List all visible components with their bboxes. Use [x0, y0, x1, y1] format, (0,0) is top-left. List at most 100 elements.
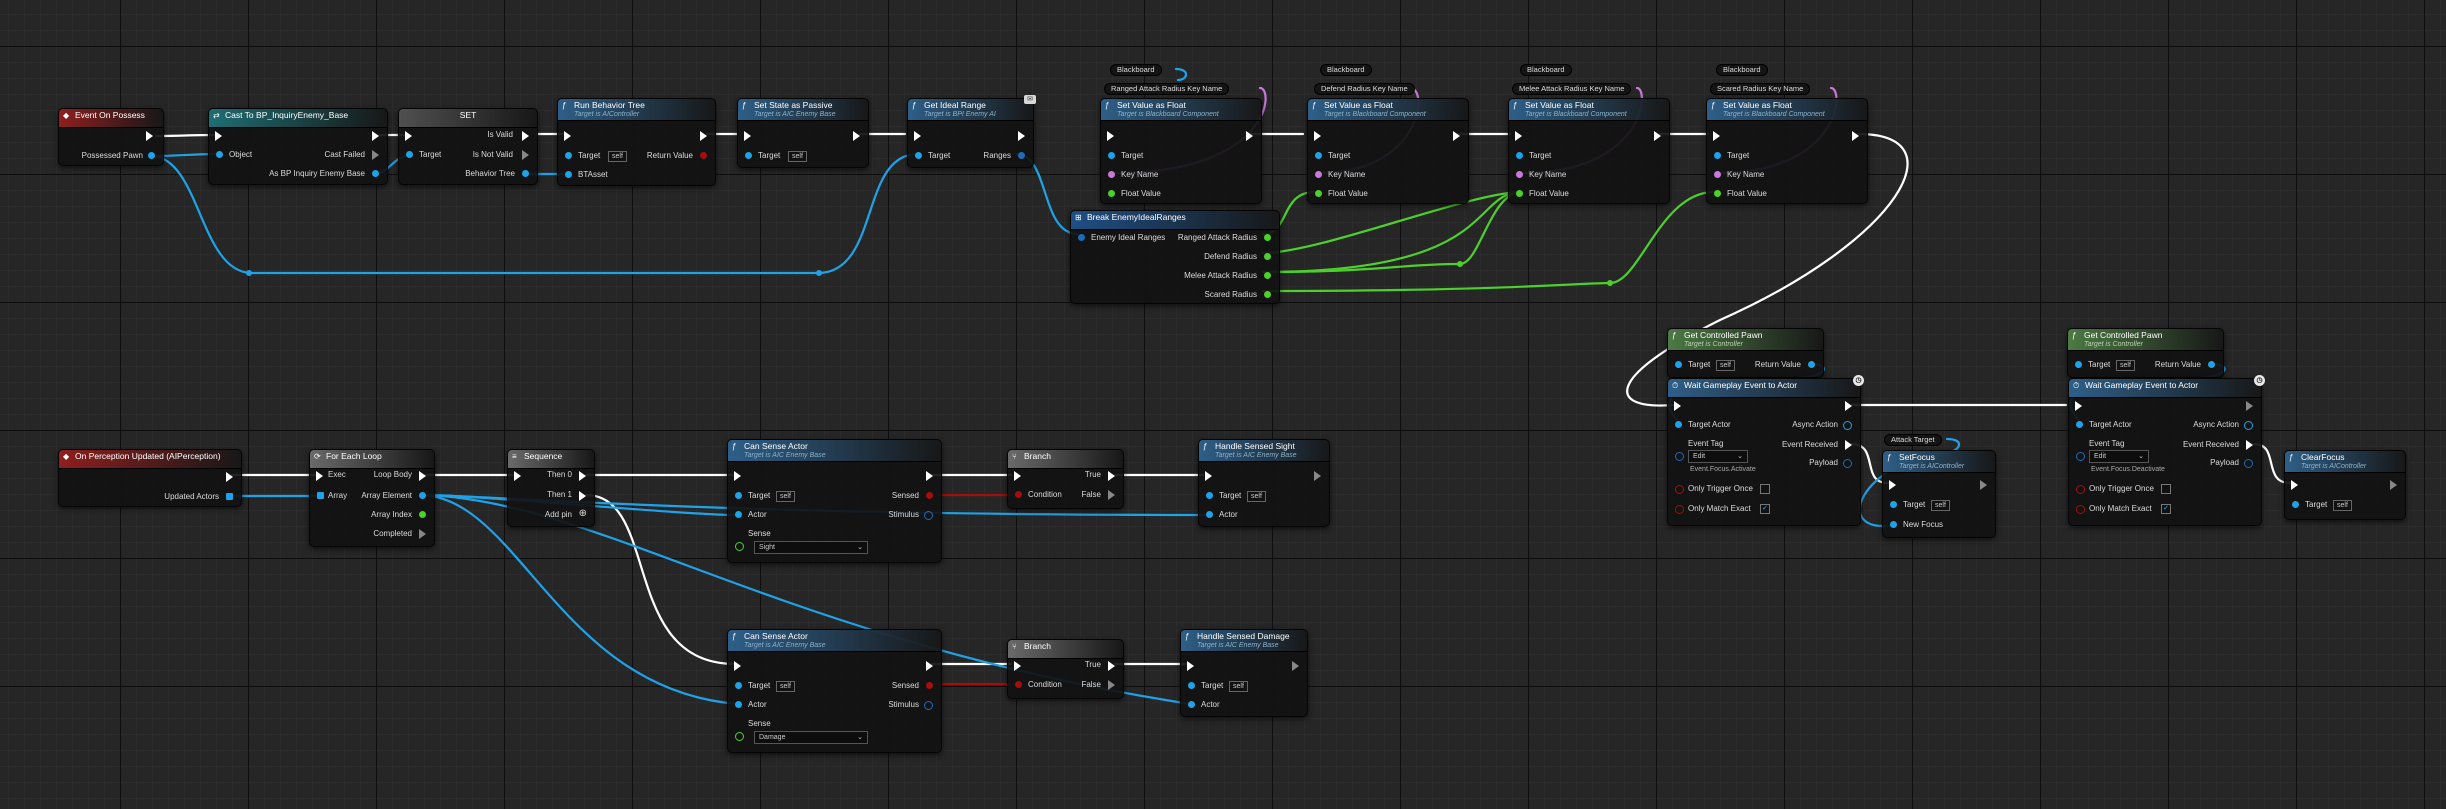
- get-controlled-pawn-node-1[interactable]: ƒ Get Controlled Pawn Target is Controll…: [1667, 328, 1824, 378]
- exec-in-pin[interactable]: [1187, 661, 1194, 671]
- set-value-as-float-node-1[interactable]: ƒ Set Value as Float Target is Blackboar…: [1100, 98, 1262, 204]
- actor-pin[interactable]: [735, 511, 742, 518]
- attack-target-getter[interactable]: Attack Target: [1884, 434, 1942, 446]
- blackboard-getter-1[interactable]: Blackboard: [1110, 64, 1162, 76]
- exec-out-pin[interactable]: [2246, 401, 2253, 411]
- exec-out-pin[interactable]: [926, 661, 933, 671]
- exec-out-pin[interactable]: [700, 131, 707, 141]
- set-value-as-float-node-2[interactable]: ƒ Set Value as Float Target is Blackboar…: [1307, 98, 1469, 204]
- exec-out-pin[interactable]: [1845, 401, 1852, 411]
- exec-in-pin[interactable]: [316, 471, 323, 481]
- exec-out-pin[interactable]: [1246, 131, 1253, 141]
- only-match-exact-pin[interactable]: [2076, 505, 2085, 514]
- target-pin[interactable]: [1206, 492, 1213, 499]
- exec-out-pin[interactable]: [926, 471, 933, 481]
- exec-in-pin[interactable]: [734, 661, 741, 671]
- exec-out-pin[interactable]: [372, 131, 379, 141]
- key-name-getter-2[interactable]: Defend Radius Key Name: [1314, 83, 1415, 95]
- target-pin[interactable]: [2292, 501, 2299, 508]
- is-not-valid-pin[interactable]: [522, 150, 529, 160]
- exec-out-pin[interactable]: [226, 472, 233, 482]
- sensed-pin[interactable]: [926, 682, 933, 689]
- key-name-getter-4[interactable]: Scared Radius Key Name: [1710, 83, 1811, 95]
- self-field[interactable]: self: [1229, 681, 1248, 692]
- exec-in-pin[interactable]: [1014, 471, 1021, 481]
- for-each-loop-node[interactable]: ⟳ For Each Loop Exec Loop Body Array Arr…: [309, 449, 435, 547]
- exec-in-pin[interactable]: [1713, 131, 1720, 141]
- sequence-node[interactable]: ≡ Sequence Then 0 Then 1 Add pin ⊕: [507, 449, 595, 527]
- exec-in-pin[interactable]: [914, 131, 921, 141]
- payload-pin[interactable]: [2244, 459, 2253, 468]
- key-name-pin[interactable]: [1108, 171, 1115, 178]
- target-pin[interactable]: [735, 492, 742, 499]
- target-pin[interactable]: [1675, 361, 1682, 368]
- return-value-pin[interactable]: [1808, 361, 1815, 368]
- array-element-pin[interactable]: [419, 492, 426, 499]
- self-field[interactable]: self: [788, 151, 807, 162]
- run-behavior-tree-node[interactable]: ƒ Run Behavior Tree Target is AIControll…: [557, 98, 716, 186]
- exec-in-pin[interactable]: [514, 471, 521, 481]
- set-value-as-float-node-3[interactable]: ƒ Set Value as Float Target is Blackboar…: [1508, 98, 1670, 204]
- stimulus-pin[interactable]: [924, 701, 933, 710]
- only-trigger-once-checkbox[interactable]: [2161, 484, 2171, 494]
- set-state-passive-node[interactable]: ƒ Set State as Passive Target is AIC Ene…: [737, 98, 869, 168]
- as-pin[interactable]: [372, 170, 379, 177]
- target-pin[interactable]: [406, 151, 413, 158]
- exec-in-pin[interactable]: [744, 131, 751, 141]
- float-value-pin[interactable]: [1516, 190, 1523, 197]
- target-pin[interactable]: [915, 152, 922, 159]
- key-name-pin[interactable]: [1714, 171, 1721, 178]
- false-pin[interactable]: [1108, 490, 1115, 500]
- false-pin[interactable]: [1108, 680, 1115, 690]
- target-pin[interactable]: [1714, 152, 1721, 159]
- on-perception-updated-node[interactable]: ◆ On Perception Updated (AIPerception) U…: [58, 449, 242, 507]
- completed-pin[interactable]: [419, 529, 426, 539]
- target-pin[interactable]: [745, 152, 752, 159]
- only-trigger-once-pin[interactable]: [1675, 485, 1684, 494]
- exec-in-pin[interactable]: [1515, 131, 1522, 141]
- only-trigger-once-pin[interactable]: [2076, 485, 2085, 494]
- target-pin[interactable]: [1315, 152, 1322, 159]
- target-pin[interactable]: [735, 682, 742, 689]
- target-actor-pin[interactable]: [1675, 421, 1682, 428]
- break-ideal-ranges-node[interactable]: ⊞ Break EnemyIdealRanges Enemy Ideal Ran…: [1070, 210, 1280, 304]
- self-field[interactable]: self: [608, 151, 627, 162]
- float-value-pin[interactable]: [1714, 190, 1721, 197]
- exec-out-pin[interactable]: [1453, 131, 1460, 141]
- then-0-pin[interactable]: [579, 471, 586, 481]
- true-pin[interactable]: [1108, 471, 1115, 481]
- return-value-pin[interactable]: [2208, 361, 2215, 368]
- exec-in-pin[interactable]: [215, 131, 222, 141]
- condition-pin[interactable]: [1015, 681, 1022, 688]
- handle-sensed-damage-node[interactable]: ƒ Handle Sensed Damage Target is AIC Ene…: [1180, 629, 1308, 717]
- target-pin[interactable]: [565, 152, 572, 159]
- target-actor-pin[interactable]: [2076, 421, 2083, 428]
- true-pin[interactable]: [1108, 661, 1115, 671]
- object-pin[interactable]: [216, 151, 223, 158]
- wait-gameplay-event-node-2[interactable]: ⏱ Wait Gameplay Event to Actor ◷ Target …: [2068, 375, 2265, 526]
- self-field[interactable]: self: [1247, 491, 1266, 502]
- branch-node-1[interactable]: ⑂ Branch True Condition False: [1007, 449, 1124, 509]
- array-pin[interactable]: [317, 492, 324, 499]
- exec-in-pin[interactable]: [1889, 480, 1896, 490]
- melee-attack-radius-pin[interactable]: [1264, 272, 1271, 279]
- target-pin[interactable]: [1516, 152, 1523, 159]
- event-tag-pin[interactable]: [2076, 452, 2085, 461]
- target-pin[interactable]: [1108, 152, 1115, 159]
- exec-in-pin[interactable]: [1674, 401, 1681, 411]
- condition-pin[interactable]: [1015, 491, 1022, 498]
- stimulus-pin[interactable]: [924, 511, 933, 520]
- handle-sensed-sight-node[interactable]: ƒ Handle Sensed Sight Target is AIC Enem…: [1198, 439, 1330, 527]
- blackboard-getter-4[interactable]: Blackboard: [1716, 64, 1768, 76]
- bt-asset-pin[interactable]: [565, 171, 572, 178]
- then-1-pin[interactable]: [579, 491, 586, 501]
- exec-in-pin[interactable]: [1014, 661, 1021, 671]
- async-action-pin[interactable]: [2244, 421, 2253, 430]
- sense-pin[interactable]: [735, 542, 744, 551]
- exec-in-pin[interactable]: [734, 471, 741, 481]
- defend-radius-pin[interactable]: [1264, 253, 1271, 260]
- set-node[interactable]: SET Is Valid Target Is Not Valid Behavio…: [398, 108, 538, 185]
- event-on-possess-node[interactable]: ◆ Event On Possess Possessed Pawn: [58, 108, 164, 166]
- array-index-pin[interactable]: [419, 511, 426, 518]
- event-tag-pin[interactable]: [1675, 452, 1684, 461]
